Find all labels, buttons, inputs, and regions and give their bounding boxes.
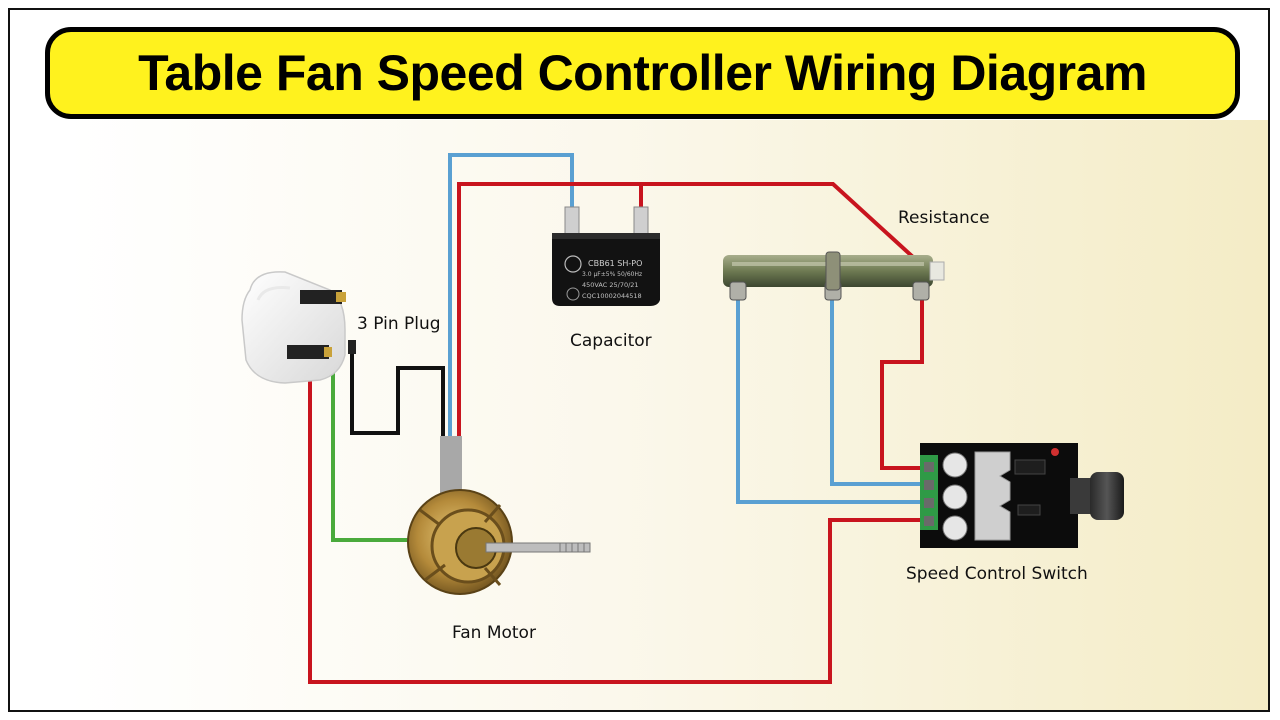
wires — [308, 153, 927, 684]
knob — [1090, 472, 1124, 520]
capacitor-voltage-text: 450VAC 25/70/21 — [582, 281, 639, 289]
capacitor-label: Capacitor — [570, 331, 652, 351]
main-live-wire — [308, 362, 925, 684]
speed-control-switch-icon — [920, 443, 1124, 548]
capacitor-live-wire — [457, 182, 927, 440]
background-panel — [68, 120, 1268, 710]
fan-motor-icon — [407, 436, 591, 595]
capacitor-model-text: CBB61 SH-PO — [588, 259, 642, 268]
plug-earth-pin — [300, 290, 342, 304]
speed-control-switch-label: Speed Control Switch — [906, 564, 1088, 584]
motor-shaft — [485, 542, 591, 553]
resistor-switch-blue-wire-2 — [830, 300, 925, 486]
capacitor-rating-text: 3.0 µF±5% 50/60Hz — [582, 271, 642, 278]
page-title: Table Fan Speed Controller Wiring Diagra… — [138, 45, 1147, 101]
capacitor-serial-text: CQC10002044518 — [582, 292, 642, 300]
resistor-icon — [723, 251, 945, 301]
fan-motor-label: Fan Motor — [452, 623, 536, 643]
earth-wire — [331, 310, 410, 542]
plug-icon — [241, 271, 356, 384]
outer-frame — [8, 8, 1270, 712]
resistor-switch-blue-wire-1 — [736, 300, 925, 504]
plug-neutral-pin — [348, 340, 356, 354]
plug-label: 3 Pin Plug — [357, 314, 441, 334]
plug-live-pin — [287, 345, 329, 359]
black-wire — [350, 345, 445, 440]
resistor-switch-red-wire — [880, 300, 925, 470]
resistance-label: Resistance — [898, 208, 990, 228]
capacitor-icon: CBB61 SH-PO 3.0 µF±5% 50/60Hz 450VAC 25/… — [552, 206, 660, 306]
title-banner: Table Fan Speed Controller Wiring Diagra… — [45, 27, 1240, 119]
